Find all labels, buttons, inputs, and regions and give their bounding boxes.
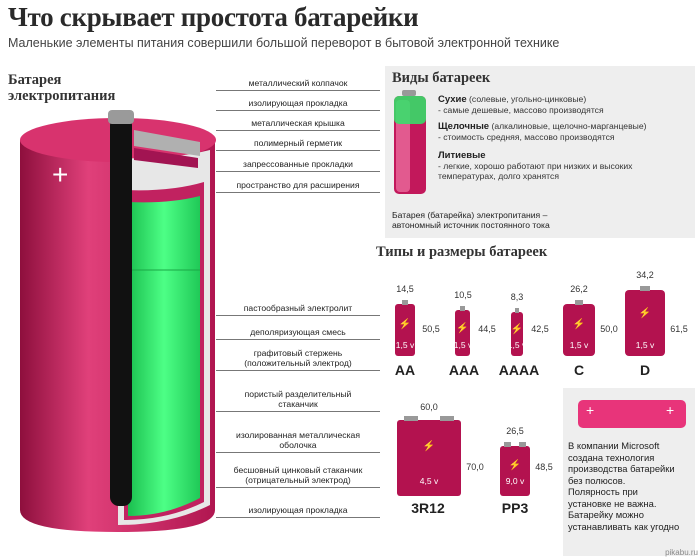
- dim-width-c: 26,2: [570, 284, 588, 294]
- battery-terminal-d: [640, 286, 650, 291]
- lightning-icon: ⚡: [422, 441, 436, 453]
- battery-terminal-aaa: [460, 306, 465, 311]
- polymer-seal: [134, 148, 198, 168]
- type-item-dry: Сухие (солевые, угольно-цинковые) - самы…: [438, 94, 693, 115]
- battery-terminal-aaaa: [515, 308, 519, 313]
- battery-shape-aaaa: ⚡: [511, 312, 523, 356]
- battery-name-aaaa: AAAA: [498, 362, 540, 378]
- battery-name-3r12: 3R12: [411, 500, 445, 516]
- battery-shape-3r12: ⚡: [397, 420, 461, 496]
- watermark: pikabu.ru: [665, 548, 698, 557]
- battery-cutaway-illustration: +: [20, 110, 216, 532]
- polarless-battery-shape: [578, 400, 686, 428]
- anatomy-label: Батарея электропитания: [8, 72, 115, 104]
- dim-height-c: 50,0: [600, 324, 618, 334]
- battery-name-aa: AA: [394, 362, 416, 378]
- lightning-icon: ⚡: [508, 460, 522, 471]
- dim-height-aaaa: 42,5: [531, 324, 549, 334]
- battery-shape-pp3: ⚡: [500, 446, 530, 496]
- voltage-pp3: 9,0 v: [505, 476, 525, 486]
- type-detail-alkaline: (алкалиновые, щелочно-марганцевые): [489, 121, 647, 131]
- dim-height-aa: 50,5: [422, 324, 440, 334]
- lightning-icon: ⚡: [638, 308, 652, 320]
- type-name-dry: Сухие: [438, 94, 467, 105]
- type-item-lithium: Литиевые - легкие, хорошо работают при н…: [438, 150, 693, 182]
- battery-definition-note: Батарея (батарейка) электропитания –авто…: [392, 210, 550, 230]
- electrolyte-mass: [128, 195, 200, 516]
- callout-metal-cap: металлический колпачок: [216, 78, 380, 91]
- lightning-icon: ⚡: [398, 318, 412, 330]
- dim-width-3r12: 60,0: [420, 402, 438, 412]
- battery-terminal-pp3-b: [519, 442, 526, 447]
- callout-pressed-gaskets: запрессованные прокладки: [216, 159, 380, 172]
- page-subtitle: Маленькие элементы питания совершили бол…: [8, 36, 560, 50]
- battery-types-list: Сухие (солевые, угольно-цинковые) - самы…: [438, 94, 693, 181]
- battery-terminal-3r12-a: [404, 416, 418, 421]
- type-desc-lithium: - легкие, хорошо работают при низких и в…: [438, 161, 633, 181]
- polarless-plus-left: +: [586, 402, 595, 418]
- metal-lid: [134, 130, 200, 156]
- dim-height-pp3: 48,5: [535, 462, 553, 472]
- voltage-aaaa: 1,5 v: [507, 340, 527, 350]
- lightning-icon: ⚡: [510, 324, 524, 336]
- battery-shape-c: ⚡: [563, 304, 595, 356]
- type-detail-dry: (солевые, угольно-цинковые): [466, 94, 587, 104]
- page-title: Что скрывает простота батарейки: [8, 2, 419, 32]
- callout-insulating-gasket-top: изолирующая прокладка: [216, 98, 380, 111]
- dim-width-pp3: 26,5: [506, 426, 524, 436]
- battery-sizes-title: Типы и размеры батареек: [376, 244, 548, 260]
- type-name-alkaline: Щелочные: [438, 121, 490, 132]
- dim-width-aaaa: 8,3: [510, 292, 524, 302]
- plus-sign: +: [52, 159, 68, 190]
- dim-width-aaa: 10,5: [454, 290, 472, 300]
- battery-shape-aaa: ⚡: [455, 310, 470, 356]
- type-desc-dry: - самые дешевые, массово производятся: [438, 105, 604, 115]
- polarless-plus-right: +: [666, 402, 675, 418]
- type-name-lithium: Литиевые: [438, 150, 486, 161]
- type-desc-alkaline: - стоимость средняя, массово производятс…: [438, 132, 615, 142]
- battery-name-d: D: [639, 362, 651, 378]
- battery-terminal-pp3-a: [504, 442, 511, 447]
- voltage-d: 1,5 v: [635, 340, 655, 350]
- battery-terminal-aa: [402, 300, 408, 305]
- anatomy-label-line2: электропитания: [8, 88, 116, 104]
- dim-height-aaa: 44,5: [478, 324, 496, 334]
- lightning-icon: ⚡: [572, 318, 586, 330]
- callout-expansion-space: пространство для расширения: [216, 180, 380, 193]
- metal-cap: [108, 110, 134, 124]
- battery-types-title: Виды батареек: [392, 70, 491, 86]
- battery-name-aaa: AAA: [448, 362, 480, 378]
- callout-polymer-sealant: полимерный герметик: [216, 138, 380, 151]
- battery-name-c: C: [573, 362, 585, 378]
- battery-types-illustration: [394, 90, 426, 194]
- type-item-alkaline: Щелочные (алкалиновые, щелочно-марганцев…: [438, 121, 693, 142]
- dim-height-d: 61,5: [670, 324, 688, 334]
- anatomy-label-line1: Батарея: [8, 72, 62, 88]
- graphite-rod: [110, 116, 132, 506]
- callout-paste-electrolyte: пастообразный электролит: [216, 303, 380, 316]
- dim-width-aa: 14,5: [396, 284, 414, 294]
- callout-insulating-gasket-bottom: изолирующая прокладка: [216, 505, 380, 518]
- battery-shape-aa: ⚡: [395, 304, 415, 356]
- callout-depolarizing-mix: деполяризующая смесь: [216, 327, 380, 340]
- battery-name-pp3: PP3: [501, 500, 529, 516]
- battery-terminal-c: [575, 300, 583, 305]
- battery-types-panel: [385, 66, 695, 238]
- voltage-aa: 1,5 v: [395, 340, 415, 350]
- callout-graphite-rod: графитовый стержень(положительный электр…: [216, 348, 380, 371]
- lightning-icon: ⚡: [456, 322, 469, 334]
- voltage-aaa: 1,5 v: [453, 340, 473, 350]
- voltage-3r12: 4,5 v: [419, 476, 439, 486]
- callout-metal-lid: металлическая крышка: [216, 118, 380, 131]
- dim-width-d: 34,2: [636, 270, 654, 280]
- dim-height-3r12: 70,0: [466, 462, 484, 472]
- battery-terminal-3r12-b: [440, 416, 454, 421]
- voltage-c: 1,5 v: [569, 340, 589, 350]
- callout-zinc-cup: бесшовный цинковый стаканчик(отрицательн…: [216, 465, 380, 488]
- battery-shape-d: ⚡: [625, 290, 665, 356]
